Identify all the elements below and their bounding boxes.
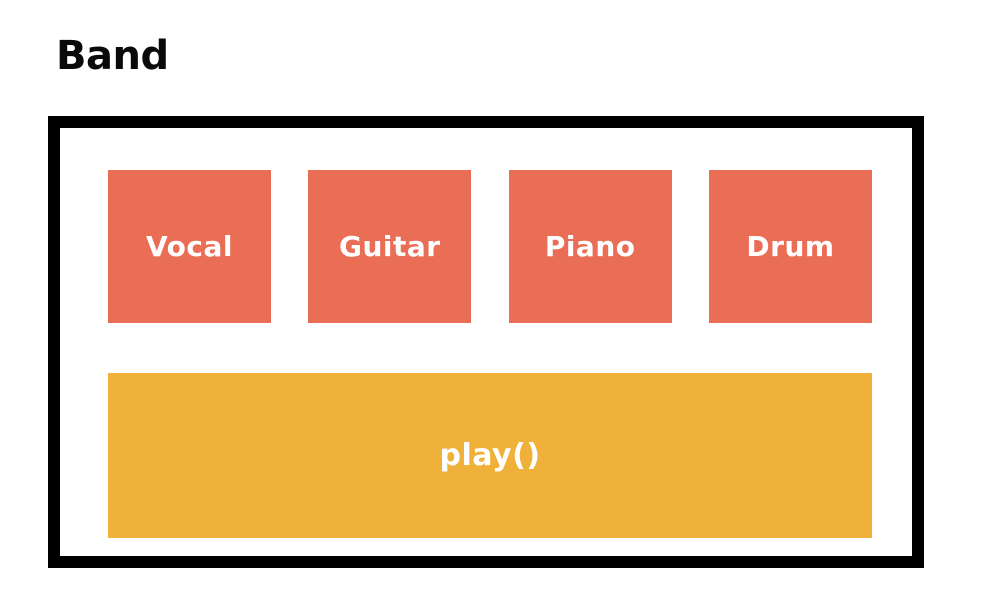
member-box-piano[interactable]: Piano [508, 170, 672, 323]
member-label: Guitar [339, 229, 441, 263]
band-members-row: Vocal Guitar Piano Drum [108, 170, 872, 323]
member-box-vocal[interactable]: Vocal [108, 170, 271, 323]
member-box-guitar[interactable]: Guitar [308, 170, 472, 323]
page-title: Band [56, 33, 169, 79]
member-label: Vocal [146, 229, 233, 263]
member-box-drum[interactable]: Drum [708, 170, 872, 323]
method-bar-play[interactable]: play() [108, 373, 872, 538]
member-label: Piano [544, 229, 636, 263]
band-container-frame: Vocal Guitar Piano Drum play() [48, 116, 924, 568]
method-label: play() [439, 437, 541, 473]
member-label: Drum [746, 229, 835, 263]
